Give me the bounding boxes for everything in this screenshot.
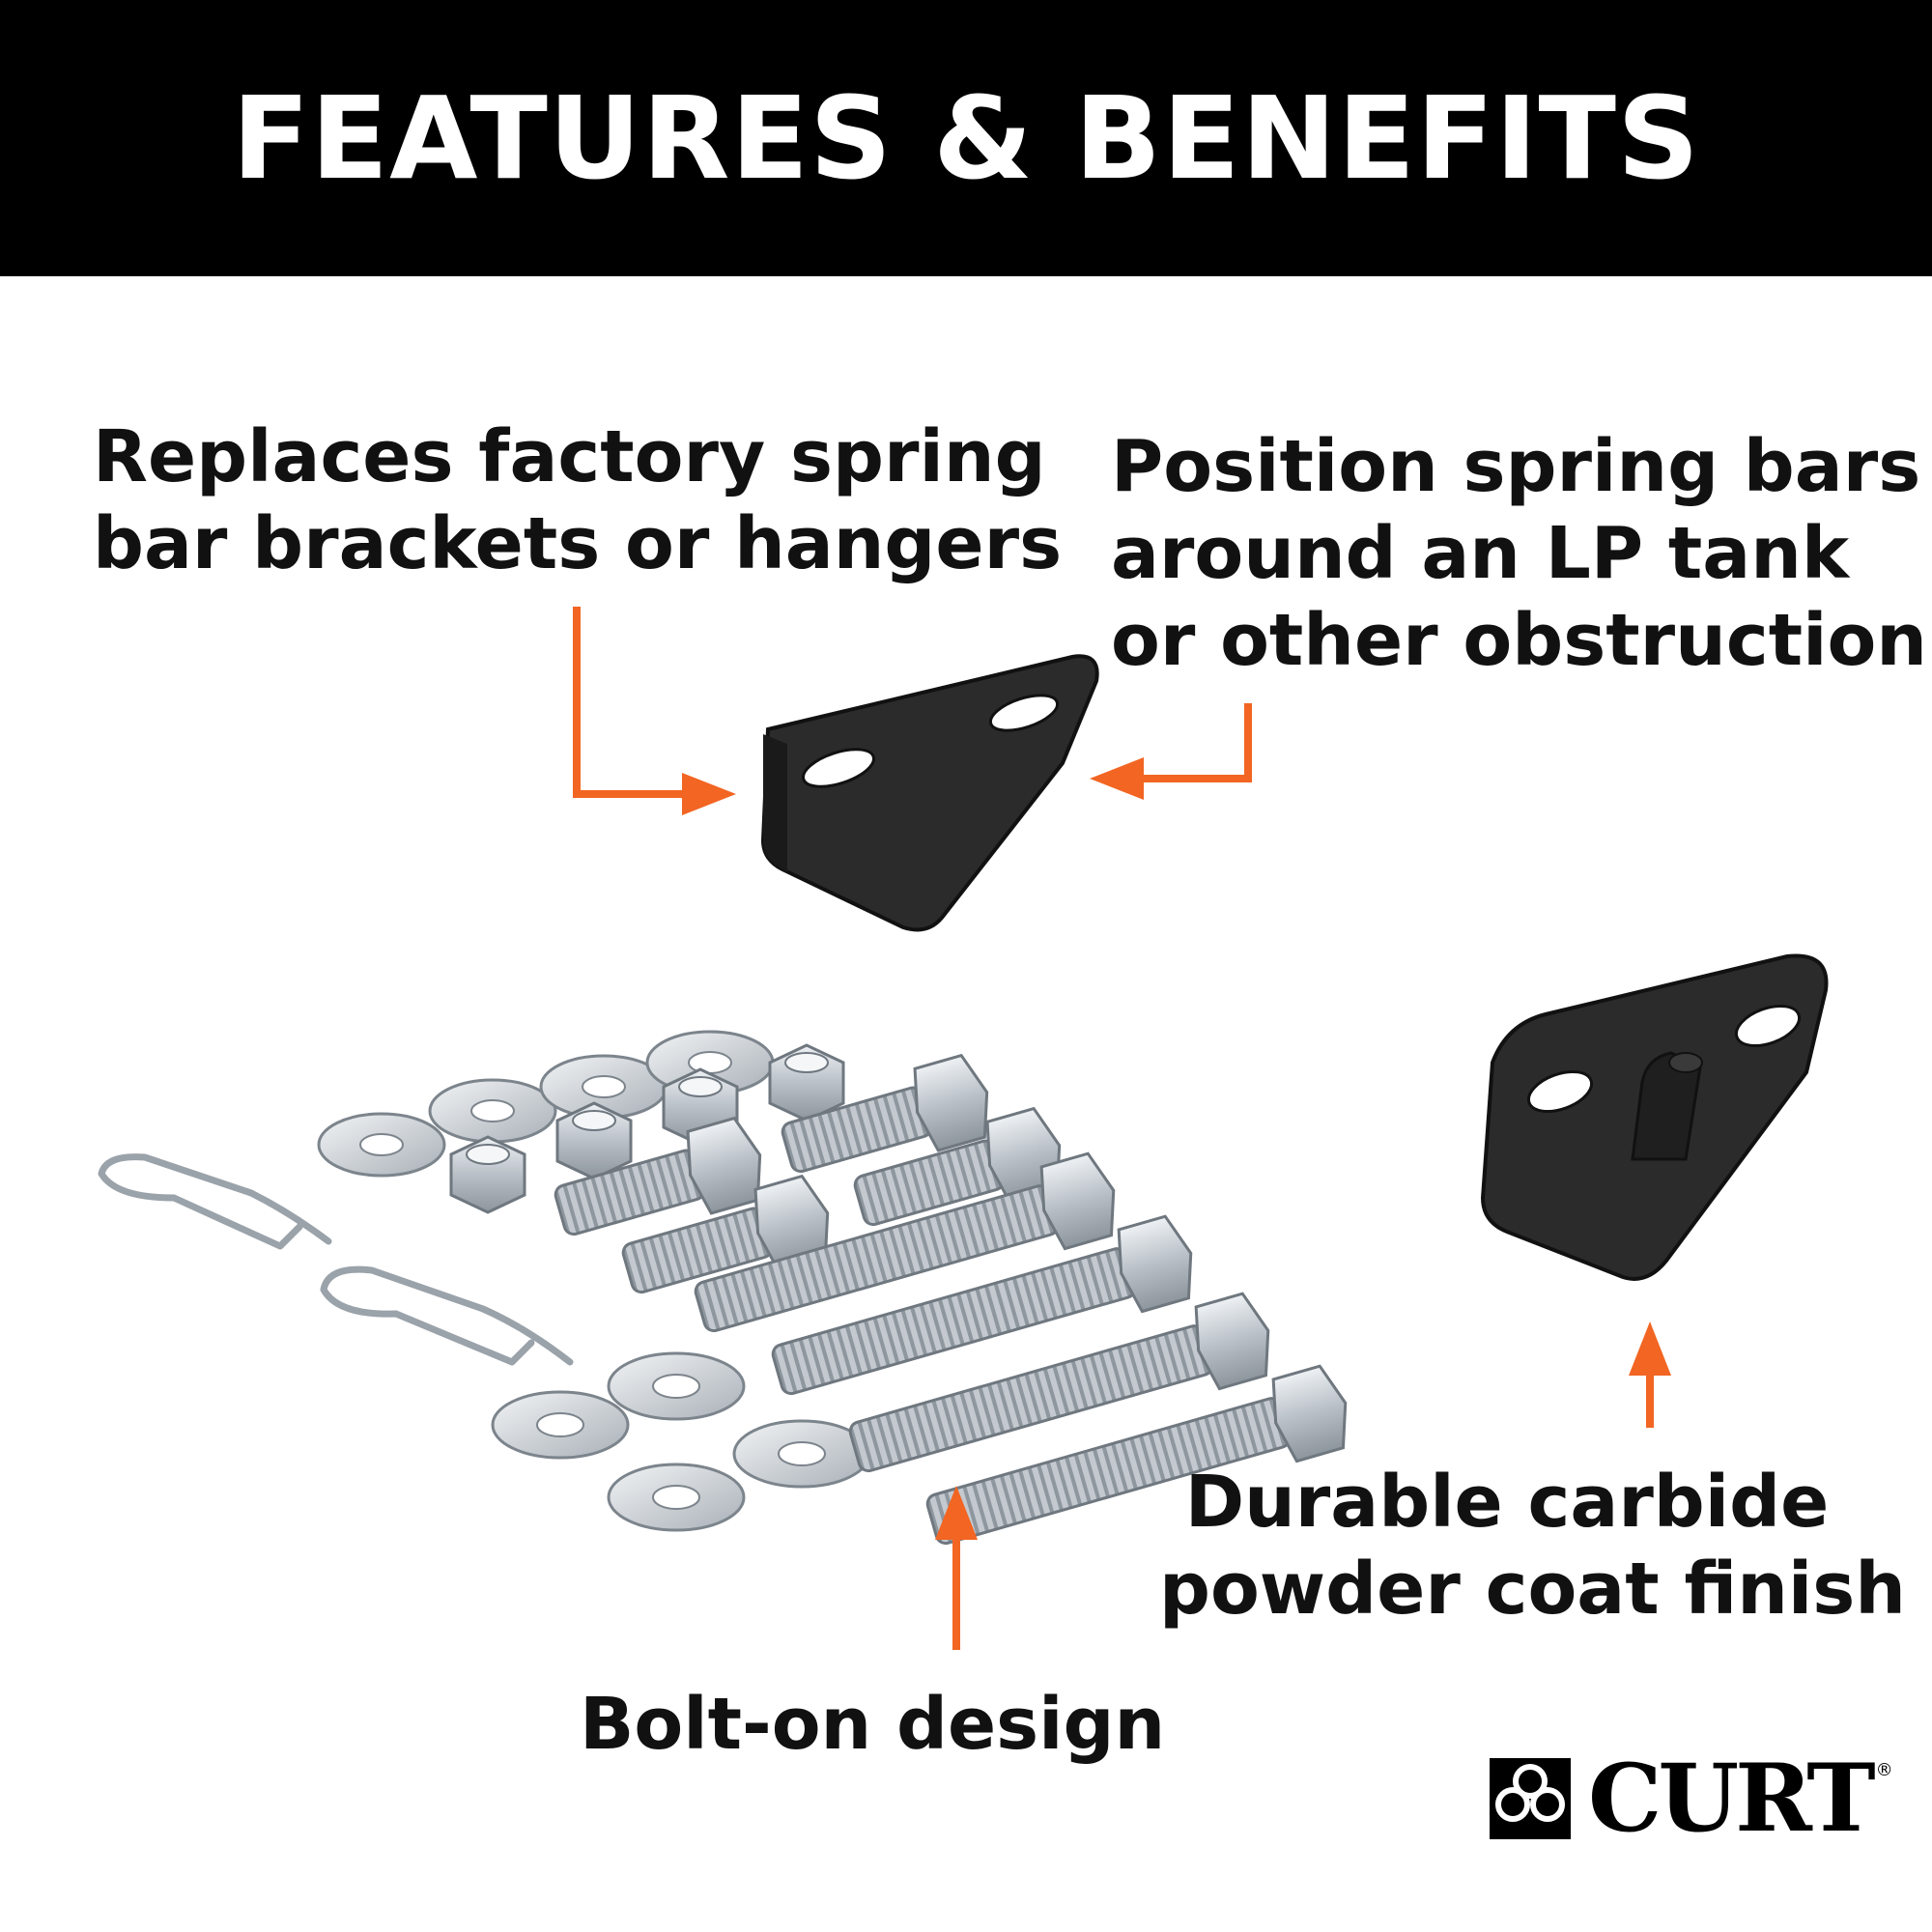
lock-nuts — [449, 1043, 845, 1214]
header-banner: FEATURES & BENEFITS — [0, 0, 1932, 276]
orange-arrow-icon — [1629, 1321, 1671, 1428]
washers — [317, 1030, 871, 1532]
brand-logo: CURT ® — [1488, 1750, 1893, 1847]
callout-line: powder coat finish — [1159, 1548, 1906, 1631]
orange-arrow-icon — [573, 607, 736, 815]
callout-durable-finish: Durable carbide powder coat finish — [1159, 1459, 1906, 1633]
callout-position-spring-bars: Position spring bars around an LP tank o… — [1111, 423, 1927, 684]
callout-line: Replaces factory spring — [93, 415, 1046, 498]
short-bolts — [554, 1053, 1062, 1294]
callout-line: Durable carbide — [1184, 1461, 1830, 1544]
registered-mark: ® — [1875, 1760, 1893, 1780]
orange-arrow-icon — [1090, 703, 1252, 800]
hitch-pins — [98, 1153, 574, 1366]
bracket-plate — [760, 654, 1099, 932]
long-bolts — [694, 1151, 1348, 1546]
brand-name: CURT — [1588, 1744, 1876, 1853]
callout-bolt-on-design: Bolt-on design — [580, 1681, 1166, 1768]
brand-logo-icon — [1490, 1758, 1571, 1839]
orange-arrow-icon — [935, 1486, 978, 1650]
callout-line: or other obstruction — [1111, 599, 1927, 682]
callout-line: bar brackets or hangers — [93, 502, 1063, 585]
callout-line: around an LP tank — [1111, 512, 1850, 595]
callout-line: Bolt-on design — [580, 1683, 1166, 1766]
callout-line: Position spring bars — [1111, 425, 1921, 508]
callout-replaces-brackets: Replaces factory spring bar brackets or … — [93, 413, 1063, 587]
bracket-with-hook — [1480, 953, 1829, 1281]
page-title: FEATURES & BENEFITS — [231, 71, 1701, 205]
